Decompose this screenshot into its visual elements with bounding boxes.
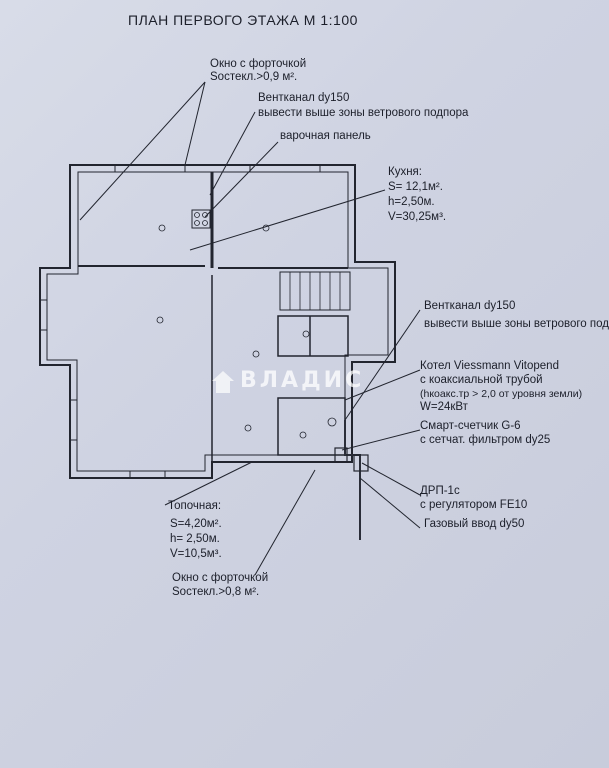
- boiler-power: W=24кВт: [420, 401, 468, 413]
- kitchen-volume: V=30,25м³.: [388, 211, 447, 223]
- boiler-height: (hкоакс.тр > 2,0 от уровня земли): [420, 388, 583, 400]
- floor-plan-drawing: [39, 81, 421, 576]
- outer-wall: [39, 164, 396, 479]
- watermark-logo-icon: [212, 371, 234, 393]
- drp-box: [353, 454, 369, 472]
- window-bottom-area: Sостекл.>0,8 м².: [172, 586, 260, 598]
- gas-pipe: [344, 420, 361, 540]
- outer-wall-inner: [46, 171, 389, 472]
- plan-title: ПЛАН ПЕРВОГО ЭТАЖА М 1:100: [128, 12, 358, 28]
- drp-regulator: с регулятором FE10: [420, 499, 528, 511]
- boiler-label: Котел Viessmann Vitopend: [420, 360, 559, 372]
- panel-label: варочная панель: [280, 130, 371, 142]
- gas-meter: [334, 447, 348, 463]
- gas-inlet-label: Газовый ввод dy50: [424, 518, 525, 530]
- kitchen-label: Кухня:: [388, 166, 422, 178]
- vent2-label: Вентканал dy150: [424, 300, 516, 312]
- furnace-label: Топочная:: [168, 500, 222, 512]
- window-top-area: Sостекл.>0,9 м².: [210, 71, 298, 83]
- kitchen-height: h=2,50м.: [388, 196, 435, 208]
- furnace-volume: V=10,5м³.: [170, 548, 222, 560]
- meter-label: Смарт-счетчик G-6: [420, 420, 521, 432]
- boiler-pipe: с коаксиальной трубой: [420, 374, 543, 386]
- meter-filter: с сетчат. фильтром dy25: [420, 434, 551, 446]
- furnace-room: [277, 397, 346, 456]
- stair-treads: [289, 272, 341, 310]
- watermark-text: ВЛАДИС: [240, 368, 365, 393]
- furnace-area: S=4,20м².: [170, 518, 222, 530]
- bathroom-block: [277, 315, 349, 357]
- furnace-height: h= 2,50м.: [170, 533, 220, 545]
- vent2-note: вывести выше зоны ветрового под: [424, 318, 609, 330]
- kitchen-area: S= 12,1м².: [388, 181, 443, 193]
- stairs: [279, 271, 351, 311]
- vent1-label: Вентканал dy150: [258, 92, 350, 104]
- drp-label: ДРП-1с: [420, 485, 460, 497]
- window-bottom-label: Окно с форточкой: [172, 572, 269, 584]
- room-markers: [156, 224, 337, 439]
- window-top-label: Окно с форточкой: [210, 58, 307, 70]
- stove: [191, 209, 211, 229]
- vent1-note: вывести выше зоны ветрового подпора: [258, 107, 469, 119]
- leader-lines: [79, 81, 421, 576]
